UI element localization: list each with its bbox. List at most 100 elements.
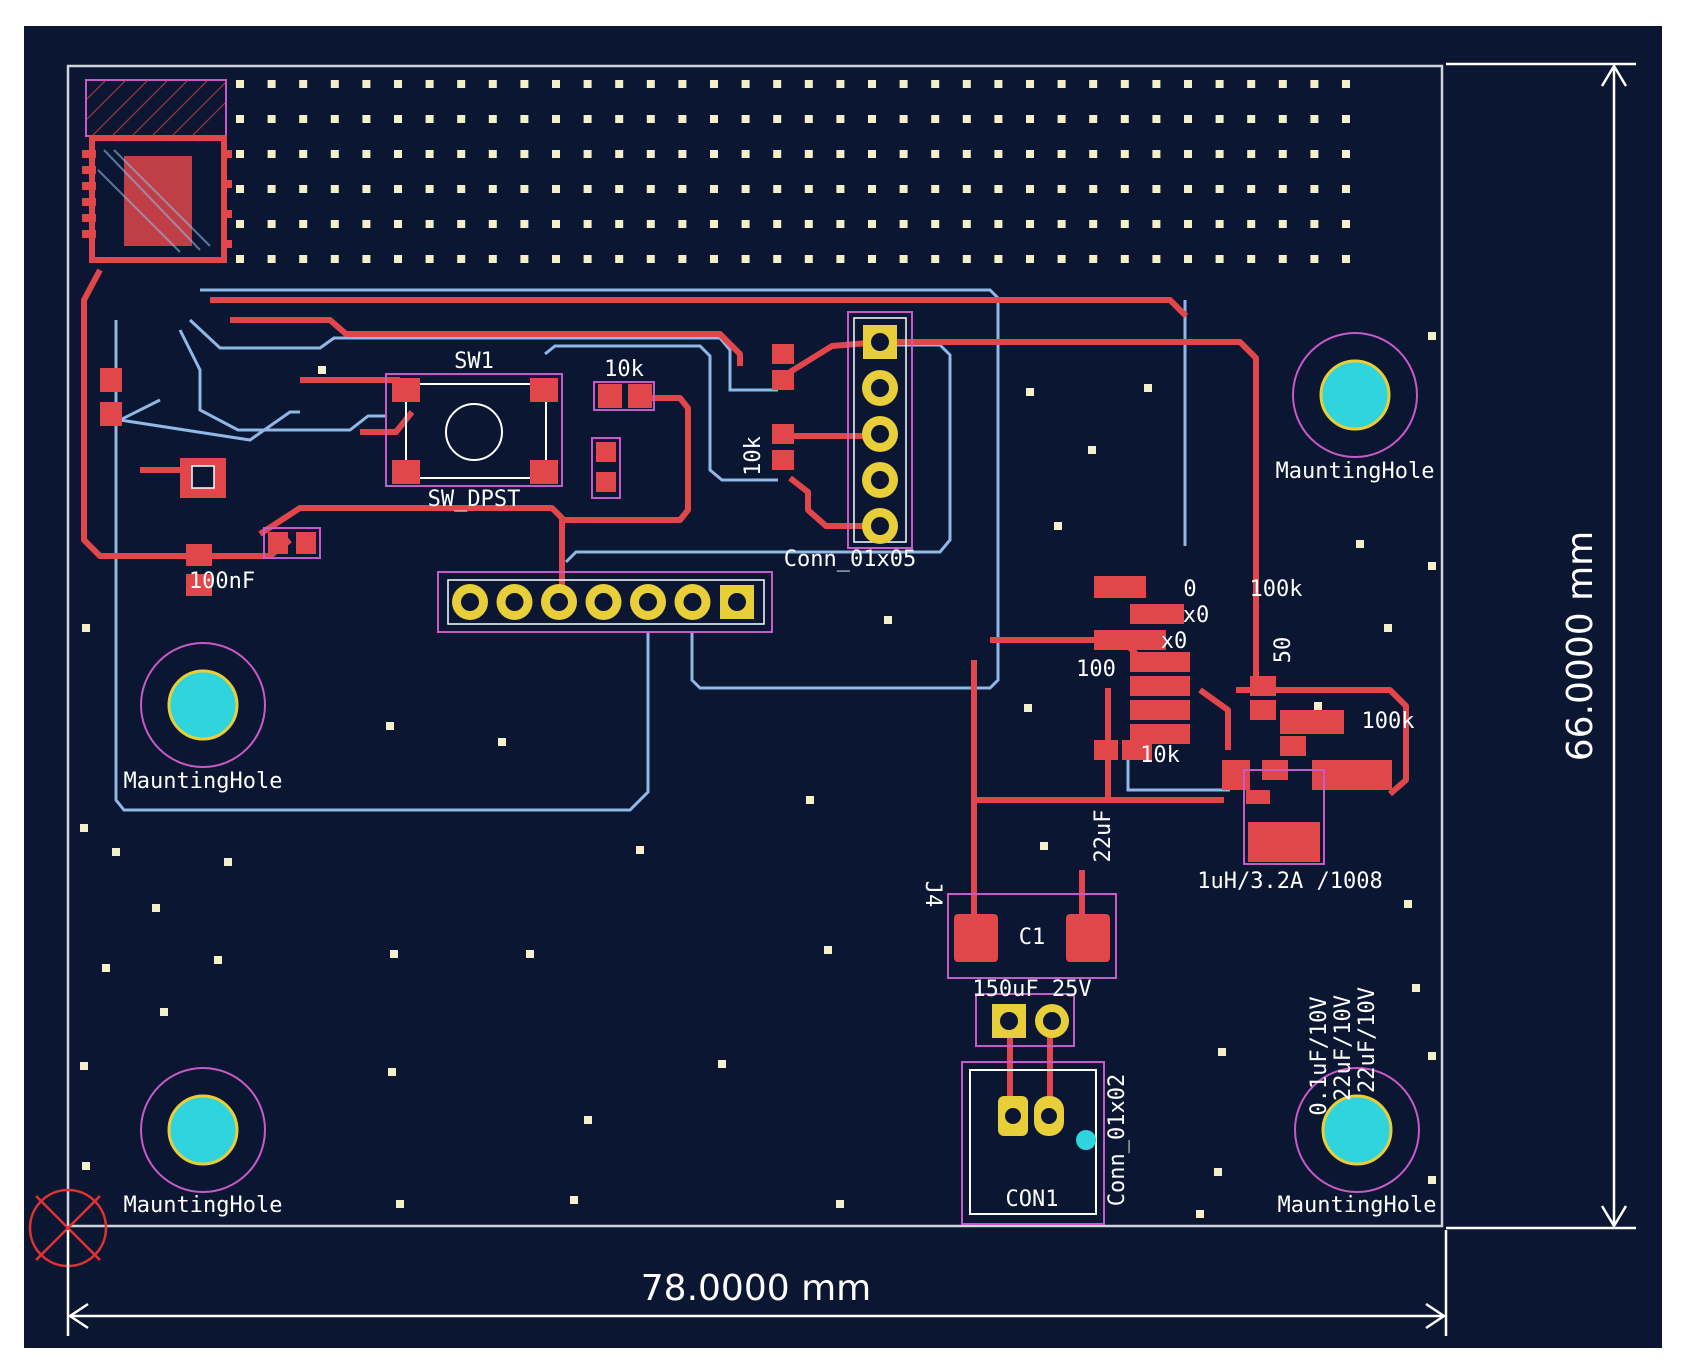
- cap-22uf-label: 22uF: [1091, 810, 1116, 863]
- connector-j4: [975, 993, 1075, 1047]
- via: [1026, 220, 1034, 228]
- via: [836, 185, 845, 193]
- r-100-mid-label: 100: [1076, 657, 1116, 682]
- via: [1428, 1176, 1436, 1184]
- via: [1404, 900, 1412, 908]
- via: [773, 150, 782, 158]
- via: [741, 185, 750, 193]
- via: [236, 220, 244, 228]
- via: [488, 185, 497, 193]
- via: [552, 80, 560, 88]
- via: [1184, 80, 1192, 88]
- via: [583, 150, 592, 158]
- via: [710, 255, 718, 263]
- via: [520, 115, 529, 123]
- mounting-hole-bottom-right: [1294, 1067, 1420, 1193]
- via: [520, 185, 529, 193]
- c-100nf-label: 100nF: [189, 569, 255, 594]
- via: [741, 115, 750, 123]
- via: [1152, 80, 1161, 88]
- via: [1247, 80, 1256, 88]
- via: [773, 255, 782, 263]
- via: [1026, 185, 1034, 193]
- via: [1144, 384, 1152, 392]
- via: [1214, 1168, 1222, 1176]
- r-0-label: 0: [1183, 577, 1196, 602]
- conn5-pin-drill: [871, 517, 889, 535]
- via: [1024, 704, 1032, 712]
- via: [552, 255, 560, 263]
- via: [1057, 185, 1066, 193]
- via: [457, 150, 466, 158]
- header-pin-drill: [461, 593, 479, 611]
- via: [457, 220, 466, 228]
- via: [836, 220, 845, 228]
- capacitor-c1: [947, 893, 1117, 979]
- via: [994, 80, 1003, 88]
- via: [330, 150, 339, 158]
- via: [836, 80, 845, 88]
- power-section-smd: [1094, 576, 1392, 804]
- inductor-1uh: [1243, 769, 1325, 865]
- via: [160, 1008, 168, 1016]
- via: [710, 220, 718, 228]
- header-pin-drill: [683, 593, 702, 611]
- via: [299, 115, 308, 123]
- via: [773, 220, 782, 228]
- via: [520, 255, 529, 263]
- via: [1196, 1210, 1204, 1218]
- via: [1089, 185, 1098, 193]
- via: [962, 115, 971, 123]
- mounting-hole-top-right: [1292, 332, 1418, 458]
- via: [1278, 185, 1287, 193]
- via: [520, 220, 529, 228]
- r-10k-mid-label: 10k: [1140, 743, 1180, 768]
- via: [824, 946, 832, 954]
- via: [678, 185, 687, 193]
- via: [362, 150, 371, 158]
- via: [1152, 255, 1161, 263]
- via: [1247, 255, 1256, 263]
- via: [488, 115, 497, 123]
- via: [836, 150, 845, 158]
- via: [899, 255, 908, 263]
- header-7pin: [437, 571, 773, 633]
- inductor-label: 1uH/3.2A /1008: [1197, 869, 1382, 894]
- via: [1278, 115, 1287, 123]
- via: [994, 115, 1003, 123]
- via: [1215, 255, 1224, 263]
- via: [1184, 220, 1192, 228]
- via: [994, 150, 1003, 158]
- via: [1310, 150, 1319, 158]
- via: [425, 255, 434, 263]
- via: [1218, 1048, 1226, 1056]
- via: [1054, 522, 1062, 530]
- mounting-hole-label-bottom-left: MauntingHole: [124, 1193, 283, 1218]
- via: [80, 824, 88, 832]
- via: [773, 115, 782, 123]
- via: [1057, 150, 1066, 158]
- via: [962, 220, 971, 228]
- via: [646, 80, 655, 88]
- via: [299, 185, 308, 193]
- via: [994, 185, 1003, 193]
- r-100k-far-label: 100k: [1362, 709, 1415, 734]
- j4-label: J4: [920, 881, 945, 908]
- via: [1152, 150, 1161, 158]
- via: [836, 255, 845, 263]
- via: [1120, 185, 1129, 193]
- r-50-label: 50: [1271, 637, 1296, 664]
- via: [552, 220, 560, 228]
- via: [425, 150, 434, 158]
- cap-stack-label-2: 22uF/10V: [1331, 995, 1356, 1101]
- via: [962, 80, 971, 88]
- switch-sw1: [385, 373, 563, 487]
- board-edge: [66, 64, 1444, 1228]
- via: [82, 624, 90, 632]
- via: [236, 115, 244, 123]
- via: [394, 80, 402, 88]
- via: [112, 848, 120, 856]
- via: [82, 1162, 90, 1170]
- con1-ref-label: CON1: [1006, 1187, 1059, 1212]
- via: [267, 220, 276, 228]
